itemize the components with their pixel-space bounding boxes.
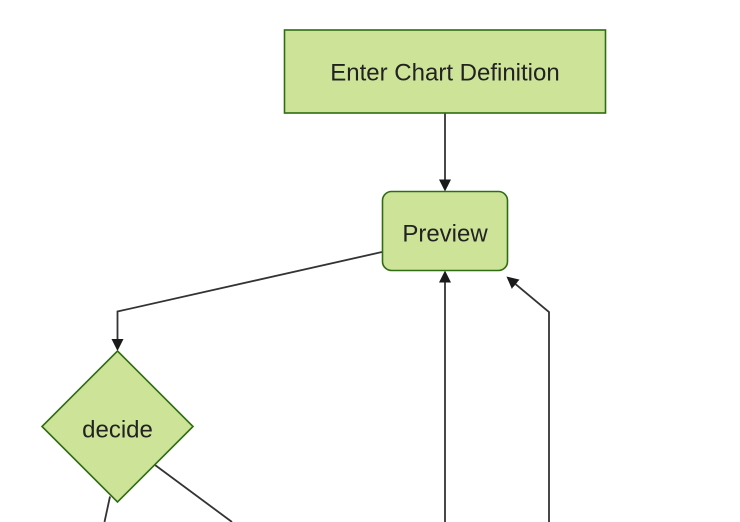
preview-label: Preview — [402, 221, 488, 248]
node-decide: decide — [40, 349, 195, 504]
edge-layer — [103, 113, 550, 522]
node-enter-chart-definition: Enter Chart Definition — [283, 29, 607, 114]
decide-label: decide — [82, 417, 153, 444]
edge-decide-to-offscreen-left — [103, 496, 111, 522]
node-preview: Preview — [381, 190, 509, 272]
edge-offscreen-to-preview-corner — [506, 276, 550, 522]
edge-decide-to-offscreen-right — [154, 464, 233, 522]
decide-diamond — [40, 349, 195, 504]
preview-box — [381, 190, 509, 272]
edge-preview-to-decide — [111, 251, 383, 351]
enter-chart-definition-label: Enter Chart Definition — [330, 60, 559, 87]
enter-chart-definition-box — [283, 29, 607, 114]
